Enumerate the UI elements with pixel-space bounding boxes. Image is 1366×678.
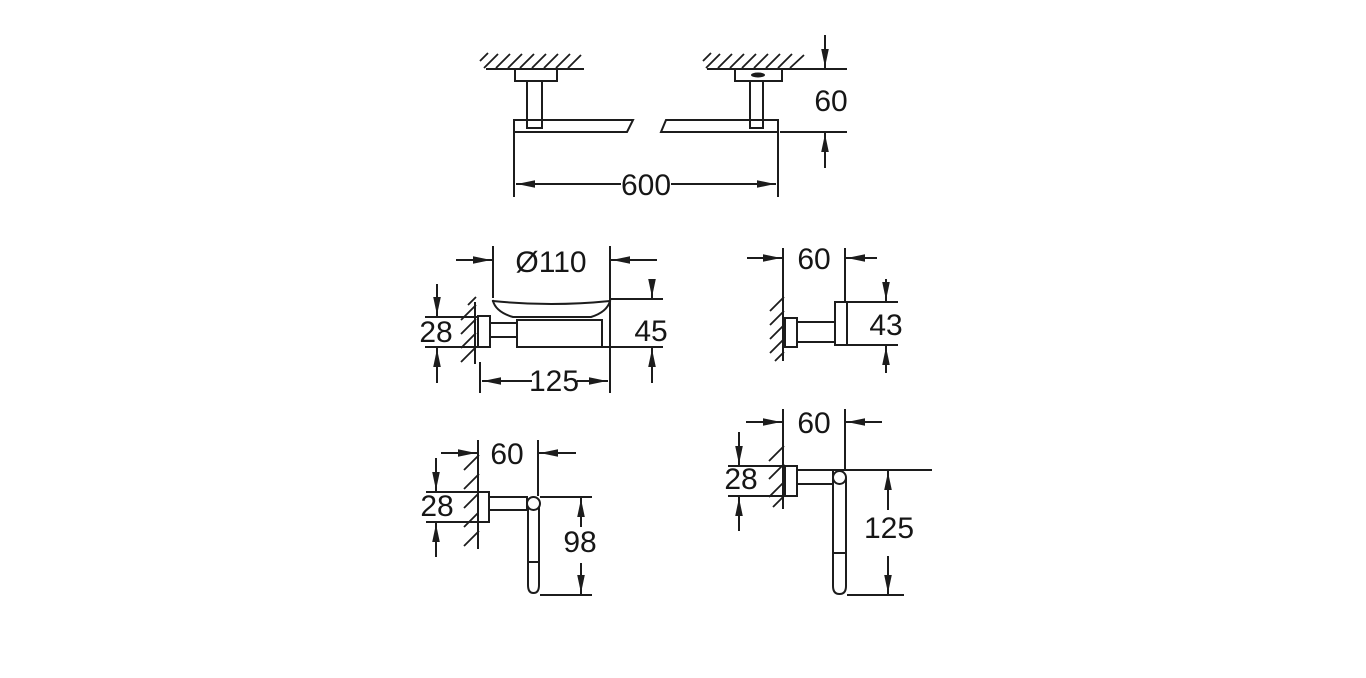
dim-dish-mount-height: 28 xyxy=(419,284,478,383)
dim-label-dish-mount-height: 28 xyxy=(419,316,452,349)
mount-post xyxy=(749,80,764,129)
soap-dish-drawing: Ø110 45 28 125 xyxy=(419,246,668,398)
dim-label-holder-depth: 60 xyxy=(490,438,523,471)
mount-plate xyxy=(477,491,490,523)
dim-holder-long-mount-height: 28 xyxy=(724,432,784,531)
roll-bar xyxy=(832,478,847,596)
dim-label-towel-height: 60 xyxy=(814,85,847,118)
towel-rail-drawing: 60 600 xyxy=(479,35,848,202)
wall-hatch xyxy=(702,52,805,69)
paper-holder-drawing: 60 28 98 xyxy=(420,438,597,596)
dim-label-hook-depth: 60 xyxy=(797,243,830,276)
dim-hook-depth: 60 xyxy=(747,243,877,301)
dim-label-holder-mount-height: 28 xyxy=(420,490,453,523)
dim-label-holder-long-depth: 60 xyxy=(797,407,830,440)
dim-label-hook-height: 43 xyxy=(869,309,902,342)
dim-holder-drop: 98 xyxy=(540,496,597,596)
pivot-knob xyxy=(526,496,541,511)
robe-hook-drawing: 60 43 xyxy=(747,243,903,373)
rail-bar-left xyxy=(513,119,635,133)
wall-hatch xyxy=(460,296,477,363)
dim-dish-depth: 125 xyxy=(479,362,608,398)
dim-holder-depth: 60 xyxy=(441,438,576,496)
dish-bowl xyxy=(491,299,612,318)
hook-flange xyxy=(834,301,848,346)
dim-label-holder-drop: 98 xyxy=(563,526,596,559)
dim-dish-height: 45 xyxy=(601,279,668,383)
dim-label-dish-depth: 125 xyxy=(529,365,579,398)
dim-dish-diameter: Ø110 xyxy=(456,246,657,393)
dim-hook-height: 43 xyxy=(847,279,903,373)
dish-rim xyxy=(491,299,612,305)
dim-holder-long-depth: 60 xyxy=(746,407,882,471)
mount-plate xyxy=(784,317,798,348)
wall-hatch xyxy=(769,296,785,362)
rail-bar-right xyxy=(659,119,779,133)
dim-label-towel-length: 600 xyxy=(621,169,671,202)
dish-holder-ring xyxy=(516,319,603,348)
dim-label-dish-height: 45 xyxy=(634,315,667,348)
mount-plate xyxy=(477,315,491,348)
dim-label-holder-long-drop: 125 xyxy=(864,512,914,545)
wall-hatch xyxy=(479,52,582,69)
wall-hatch xyxy=(768,445,785,508)
holder-arm xyxy=(796,469,834,485)
holder-arm xyxy=(488,496,528,511)
dim-holder-long-drop: 125 xyxy=(834,469,932,596)
mount-post xyxy=(526,80,543,129)
screw-slot xyxy=(751,72,765,78)
wall-hatch xyxy=(463,454,480,547)
dim-towel-length: 600 xyxy=(513,133,779,202)
dim-holder-mount-height: 28 xyxy=(420,458,478,557)
dim-label-holder-long-mount-height: 28 xyxy=(724,463,757,496)
hook-arm xyxy=(796,321,836,343)
pivot-knob xyxy=(832,470,847,485)
paper-holder-long-drawing: 60 28 125 xyxy=(724,407,932,596)
dim-towel-height: 60 xyxy=(780,35,848,168)
dim-label-dish-diameter: Ø110 xyxy=(515,246,586,279)
mount-plate xyxy=(514,68,558,82)
mount-plate xyxy=(784,465,798,497)
support-arm xyxy=(489,322,518,338)
roll-bar xyxy=(527,504,540,595)
